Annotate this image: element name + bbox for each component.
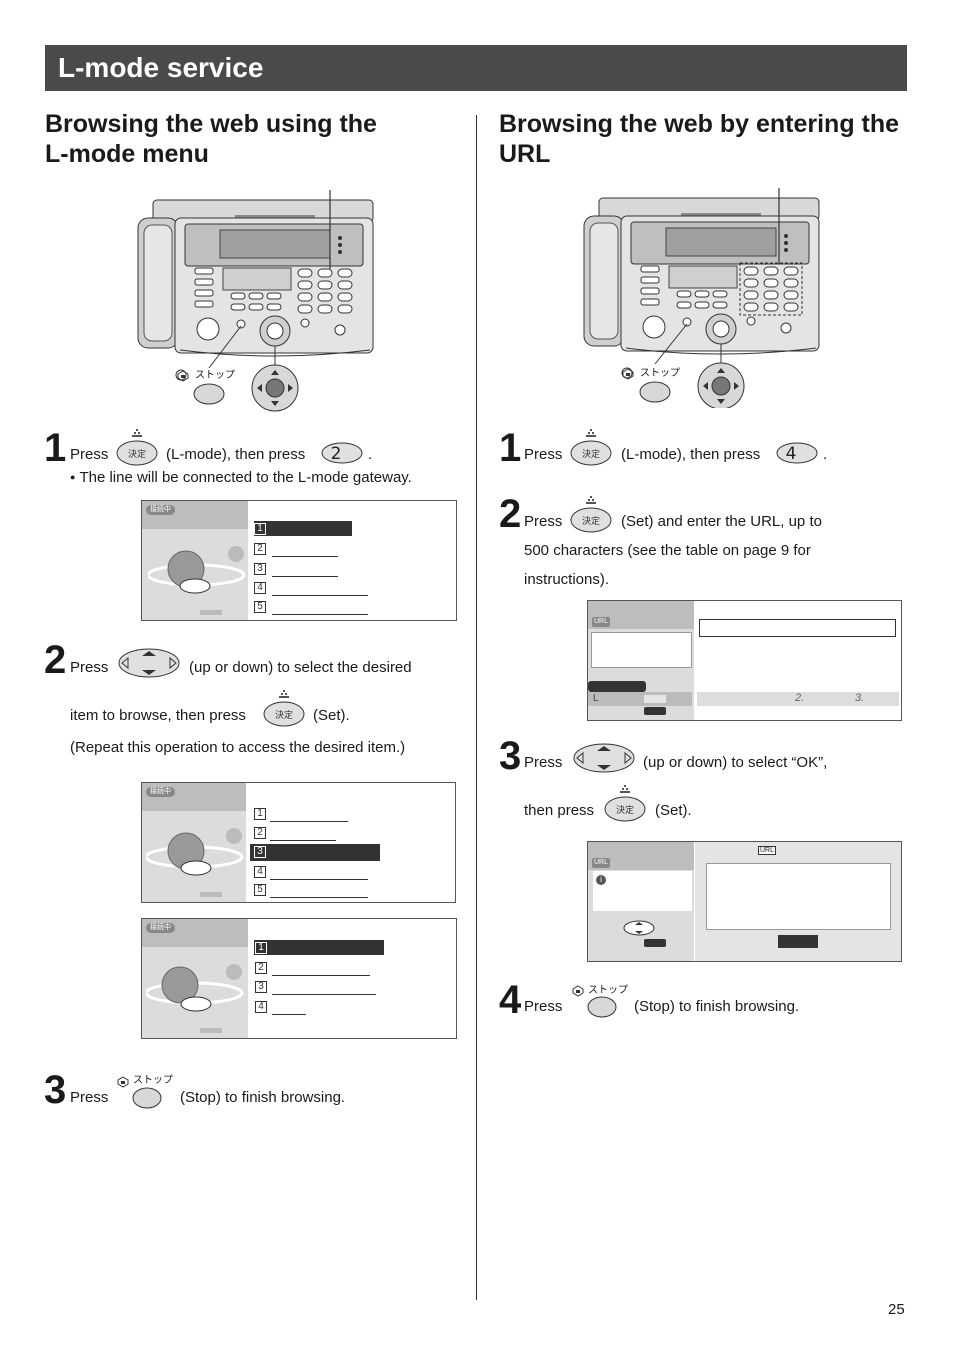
right-step2-line3: instructions). xyxy=(524,571,610,588)
right-step2-line1: (Set) and enter the URL, up to xyxy=(621,513,822,530)
left-step1-mid: (L-mode), then press xyxy=(166,446,306,463)
left-step1-note: The line will be connected to the L-mode… xyxy=(70,469,411,488)
url-field-left xyxy=(591,632,692,668)
left-screen-2: 接続中 1 2 3 4 5 xyxy=(141,782,456,903)
lmode-set-key-icon: 決定 xyxy=(116,429,158,466)
right-step2-number: 2 xyxy=(499,492,522,536)
stop-icon xyxy=(572,985,584,997)
planet-icon xyxy=(148,546,246,615)
right-step1-press: Press xyxy=(524,446,563,463)
right-step3-press: Press xyxy=(524,754,563,771)
navigator-key-icon xyxy=(118,648,180,678)
right-step4-press: Press xyxy=(524,998,563,1015)
left-step2-press: Press xyxy=(70,659,109,676)
left-step3-stop-caption: ストップ xyxy=(133,1075,173,1086)
page-number: 25 xyxy=(888,1301,905,1318)
planet-icon xyxy=(146,828,244,897)
svg-text:4: 4 xyxy=(786,444,797,464)
left-step2-line2-end: (Set). xyxy=(313,707,350,724)
left-step2-line2-start: item to browse, then press xyxy=(70,707,246,724)
right-step3-line1: (up or down) to select “OK”, xyxy=(643,754,828,771)
svg-text:決定: 決定 xyxy=(128,448,146,460)
left-screen-3: 接続中 1 2 3 4 xyxy=(141,918,457,1039)
right-step3-line2-end: (Set). xyxy=(655,802,692,819)
left-step2-line1: (up or down) to select the desired xyxy=(189,659,412,676)
key-4-icon: 4 xyxy=(776,442,818,464)
key-2-icon: 2 xyxy=(321,442,363,464)
right-heading: Browsing the web by entering the URL xyxy=(499,110,900,168)
fax-machine-illustration-right xyxy=(583,188,820,408)
right-step1-mid: (L-mode), then press xyxy=(621,446,761,463)
left-step2-number: 2 xyxy=(44,638,67,682)
navigator-mini-icon xyxy=(623,920,655,936)
url-input xyxy=(699,619,896,637)
right-screen-1: URL L 2. 3. xyxy=(587,600,902,721)
stop-key-icon xyxy=(587,996,617,1018)
column-divider xyxy=(476,115,477,1300)
right-step1-end: . xyxy=(823,446,828,463)
connecting-tag: 接続中 xyxy=(146,505,175,515)
right-step1-number: 1 xyxy=(499,426,522,470)
right-step4-number: 4 xyxy=(499,978,522,1022)
right-step3-number: 3 xyxy=(499,734,522,778)
set-key-icon: 決定 xyxy=(263,690,305,727)
stop-icon xyxy=(622,368,634,380)
set-key-icon: 決定 xyxy=(570,496,612,533)
svg-text:2: 2 xyxy=(331,444,342,464)
left-screen-1: 接続中 1 2 3 4 5 xyxy=(141,500,457,621)
lmode-set-key-icon: 決定 xyxy=(570,429,612,466)
left-step1-end: . xyxy=(368,446,373,463)
set-key-icon: 決定 xyxy=(604,785,646,822)
right-step3-line2-start: then press xyxy=(524,802,595,819)
stop-key-caption-left: ストップ xyxy=(195,370,235,381)
stop-icon xyxy=(177,370,189,382)
navigator-key-icon xyxy=(573,743,635,773)
left-step2-line3: (Repeat this operation to access the des… xyxy=(70,739,406,756)
right-screen-2: URL i URL xyxy=(587,841,902,962)
right-step4-rest: (Stop) to finish browsing. xyxy=(634,998,800,1015)
left-heading: Browsing the web using the L-mode menu xyxy=(45,110,377,168)
left-step3-number: 3 xyxy=(44,1068,67,1112)
svg-text:決定: 決定 xyxy=(616,804,634,816)
stop-icon xyxy=(117,1076,129,1088)
right-step2-line2: 500 characters (see the table on page 9 … xyxy=(524,542,811,559)
left-step3-press: Press xyxy=(70,1089,109,1106)
right-step2-press: Press xyxy=(524,513,563,530)
fax-machine-illustration-left xyxy=(137,190,374,412)
right-step4-stop-caption: ストップ xyxy=(588,985,628,996)
section-banner: L-mode service xyxy=(45,45,907,91)
left-step1-number: 1 xyxy=(44,426,67,470)
left-step1-press: Press xyxy=(70,446,109,463)
svg-text:決定: 決定 xyxy=(275,709,293,721)
planet-icon xyxy=(146,964,244,1033)
stop-key-icon xyxy=(132,1087,162,1109)
info-icon: i xyxy=(596,875,606,885)
section-title: L-mode service xyxy=(58,52,264,83)
svg-text:決定: 決定 xyxy=(582,515,600,527)
svg-text:決定: 決定 xyxy=(582,448,600,460)
stop-key-caption-right: ストップ xyxy=(640,368,680,379)
left-step3-rest: (Stop) to finish browsing. xyxy=(180,1089,346,1106)
